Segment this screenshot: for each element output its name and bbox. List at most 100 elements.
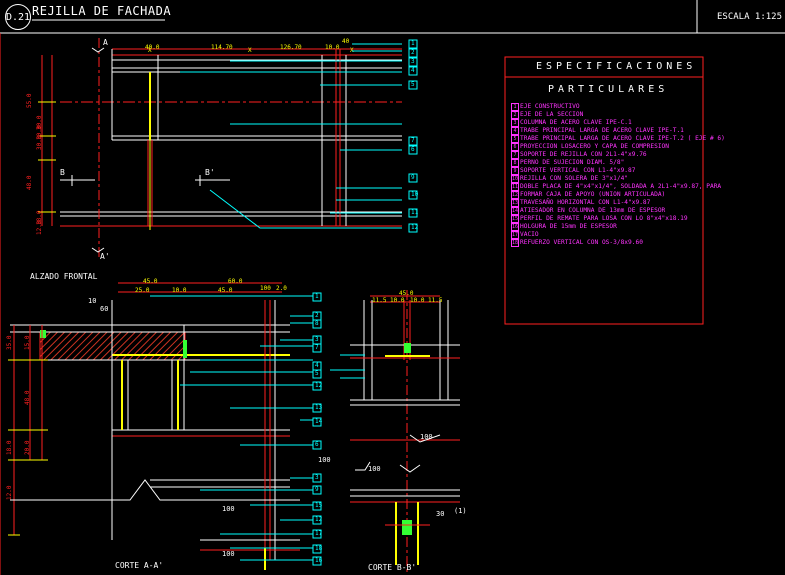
dimension-label: 48.0 <box>24 390 31 405</box>
spec-item-text: TRABE PRINCIPAL LARGA DE ACERO CLAVE IPE… <box>520 127 684 134</box>
dimension-label: 100 <box>420 433 433 441</box>
dimension-label: 100 <box>222 550 235 558</box>
callout-number: 6 <box>315 441 319 448</box>
cut-b-leaders <box>330 354 365 379</box>
dimension-label: 45.0 <box>399 290 414 297</box>
dimension-label: 35.0 <box>6 335 13 350</box>
spec-item-text: VACIO <box>520 231 539 238</box>
dimension-label: 100 <box>260 285 271 292</box>
callout-number: 13 <box>315 404 323 411</box>
spec-item-number: 5 <box>511 135 519 143</box>
dimension-label: 25.0 <box>135 287 150 294</box>
spec-item-text: EJE CONSTRUCTIVO <box>520 103 580 110</box>
dimension-label: 30.0 <box>36 135 43 150</box>
callout-number: 3 <box>411 58 415 65</box>
dimension-label: 48.0 <box>26 175 33 190</box>
scale-label: ESCALA 1:125 <box>717 12 783 22</box>
spec-item-number: 6 <box>511 143 519 151</box>
spec-item-number: 10 <box>511 175 519 183</box>
specs-frame <box>504 56 704 325</box>
spec-item-text: REFUERZO VERTICAL CON OS-3/8x9.60 <box>520 239 643 246</box>
dimension-label: 126.70 <box>280 44 302 51</box>
dimension-label: 100 <box>368 465 381 473</box>
svg-text:X: X <box>148 47 152 54</box>
callout-number: 6 <box>411 146 415 153</box>
spec-item-text: EJE DE LA SECCION <box>520 111 584 118</box>
spec-item-text: REJILLA CON SOLERA DE 3"x1/4" <box>520 175 629 182</box>
dimension-label: 60 <box>100 305 109 313</box>
spec-item-number: 16 <box>511 223 519 231</box>
svg-text:X: X <box>248 47 252 54</box>
dimension-label: 18.0 <box>6 440 13 455</box>
dimension-label: 100 <box>318 456 331 464</box>
dimension-label: 114.70 <box>211 44 233 51</box>
callout-number: 2 <box>411 49 415 56</box>
spec-item-number: 12 <box>511 191 519 199</box>
detail-badge: D.21 <box>5 4 31 30</box>
dimension-label: 11.5 <box>372 297 387 304</box>
view-label-cut-a: CORTE A-A' <box>115 561 164 570</box>
dimension-label: 12.0 <box>6 485 13 500</box>
spec-item-number: 11 <box>511 183 519 191</box>
spec-item-number: 18 <box>511 239 519 247</box>
dimension-label: 11.5 <box>428 297 443 304</box>
dimension-label: 45.0 <box>218 287 233 294</box>
callout-number: 4 <box>411 67 415 74</box>
dimension-label: 10.0 <box>172 287 187 294</box>
dimension-label: 60.0 <box>228 278 243 285</box>
callout-number: 5 <box>411 81 415 88</box>
specs-title: ESPECIFICACIONES <box>536 61 697 72</box>
callout-number: 7 <box>411 137 415 144</box>
callout-number: 2 <box>315 312 319 319</box>
front-callouts <box>408 39 418 233</box>
spec-item-number: 9 <box>511 167 519 175</box>
spec-item-number: 4 <box>511 127 519 135</box>
callout-number: 17 <box>315 530 323 537</box>
spec-item-text: ATIESADOR EN COLUMNA DE 13mm DE ESPESOR <box>520 207 666 214</box>
section-mark-a-bottom: A' <box>100 252 110 261</box>
spec-item-number: 2 <box>511 111 519 119</box>
dimension-label: 15.0 <box>24 335 31 350</box>
sheet-title: REJILLA DE FACHADA <box>32 4 172 18</box>
callout-number: 16 <box>315 557 323 564</box>
spec-item-number: 14 <box>511 207 519 215</box>
callout-number: 8 <box>315 320 319 327</box>
callout-number: 3 <box>315 474 319 481</box>
view-label-cut-b: CORTE B-B' <box>368 563 417 572</box>
specs-subtitle: PARTICULARES <box>548 84 669 95</box>
spec-item-text: FORMAR CAJA DE APOYO (UNION ARTICULADA) <box>520 191 666 198</box>
callout-number: 18 <box>315 545 323 552</box>
spec-item-number: 3 <box>511 119 519 127</box>
front-leaders <box>180 43 402 229</box>
dimension-label: 20.0 <box>24 440 31 455</box>
spec-item-text: DOBLE PLACA DE 4"x4"x1/4", SOLDADA A 2L1… <box>520 183 722 190</box>
dimension-label: 10.0 <box>325 44 340 51</box>
callout-number: 1 <box>315 293 319 300</box>
spec-item-number: 7 <box>511 151 519 159</box>
view-label-front: ALZADO FRONTAL <box>30 272 98 281</box>
dimension-label: 2.0 <box>276 285 287 292</box>
spec-item-number: 17 <box>511 231 519 239</box>
callout-number: 7 <box>315 344 319 351</box>
spec-item-text: HOLGURA DE 15mm DE ESPESOR <box>520 223 617 230</box>
dimension-label: (1) <box>454 507 467 515</box>
dimension-label: 40 <box>342 38 350 45</box>
dimension-label: 40.0 <box>145 44 160 51</box>
spec-item-text: PROYECCION LOSACERO Y CAPA DE COMPRESION <box>520 143 670 150</box>
callout-number: 15 <box>315 502 323 509</box>
dimension-label: 30 <box>436 510 445 518</box>
